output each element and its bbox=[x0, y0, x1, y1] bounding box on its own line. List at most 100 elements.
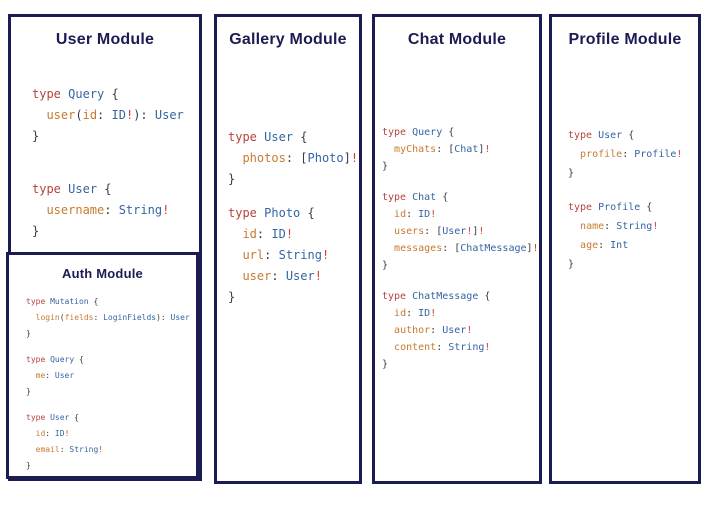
code-token-pn bbox=[228, 227, 242, 241]
code-token-pn: ] bbox=[478, 144, 485, 155]
code-line: } bbox=[26, 458, 190, 474]
code-token-ty: String bbox=[118, 203, 163, 217]
code-token-pn bbox=[382, 342, 394, 353]
code-line: type User { bbox=[568, 126, 682, 145]
code-token-pn: } bbox=[382, 359, 389, 370]
code-token-ty: Query bbox=[412, 127, 443, 138]
code-token-pn: : bbox=[598, 240, 611, 251]
code-token-bang: ! bbox=[478, 226, 485, 237]
code-token-pn: } bbox=[26, 461, 31, 470]
code-token-pn bbox=[32, 203, 46, 217]
code-token-pn bbox=[228, 248, 242, 262]
code-token-pn: ] bbox=[526, 243, 533, 254]
code-token-pn: } bbox=[26, 387, 31, 396]
code-token-pn: } bbox=[568, 259, 575, 270]
code-token-bang: ! bbox=[64, 429, 70, 438]
code-token-fld: login bbox=[35, 313, 60, 322]
code-token-pn bbox=[568, 221, 580, 232]
code-token-pn: } bbox=[228, 172, 236, 186]
code-token-bang: ! bbox=[484, 342, 491, 353]
auth-module-title: Auth Module bbox=[62, 266, 143, 281]
code-token-ty: User bbox=[442, 226, 467, 237]
code-block: type Query { user(id: ID!): User} bbox=[32, 84, 184, 147]
code-token-ty: Chat bbox=[454, 144, 479, 155]
code-block: type Profile { name: String! age: Int} bbox=[568, 198, 682, 274]
code-token-fld: age bbox=[580, 240, 599, 251]
code-line: me: User bbox=[26, 368, 190, 384]
code-line: type Query { bbox=[382, 124, 539, 141]
chat-module-code: type Query { myChats: [Chat]!}type Chat … bbox=[382, 124, 539, 387]
code-line: } bbox=[32, 126, 184, 147]
code-token-pn: { bbox=[622, 130, 635, 141]
code-token-pn: } bbox=[32, 129, 40, 143]
code-token-fld: me bbox=[35, 371, 46, 380]
code-token-pn: { bbox=[442, 127, 455, 138]
code-line: login(fields: LoginFields): User bbox=[26, 310, 190, 326]
code-token-bang: ! bbox=[430, 209, 437, 220]
code-token-ty: ID bbox=[54, 429, 65, 438]
code-line: } bbox=[568, 164, 682, 183]
code-token-kw: type bbox=[26, 355, 46, 364]
code-line: } bbox=[26, 326, 190, 342]
code-line: } bbox=[228, 287, 358, 308]
code-line: id: ID! bbox=[382, 305, 539, 322]
code-token-kw: type bbox=[32, 87, 61, 101]
code-token-pn: { bbox=[478, 291, 491, 302]
code-token-pn bbox=[26, 313, 36, 322]
chat-module-title: Chat Module bbox=[407, 31, 507, 48]
code-token-fld: myChats bbox=[394, 144, 437, 155]
code-token-pn bbox=[382, 144, 394, 155]
code-token-ty: User bbox=[68, 182, 98, 196]
code-token-bang: ! bbox=[314, 269, 322, 283]
code-line: } bbox=[32, 221, 184, 242]
code-line: url: String! bbox=[228, 245, 358, 266]
code-line: type User { bbox=[32, 179, 184, 200]
code-line: id: ID! bbox=[382, 206, 539, 223]
code-line: user(id: ID!): User bbox=[32, 105, 183, 126]
code-token-fld: fields bbox=[64, 313, 94, 322]
code-token-fld: user bbox=[46, 108, 76, 122]
code-token-ty: Query bbox=[68, 87, 105, 101]
code-token-pn: : bbox=[93, 313, 104, 322]
code-token-pn bbox=[382, 243, 394, 254]
code-token-ty: User bbox=[170, 313, 190, 322]
code-line: email: String! bbox=[26, 442, 190, 458]
code-line: type Mutation { bbox=[26, 294, 190, 310]
code-token-fld: id bbox=[394, 209, 407, 220]
code-token-pn: ] bbox=[343, 151, 351, 165]
code-token-pn: : bbox=[436, 342, 449, 353]
code-block: type ChatMessage { id: ID! author: User!… bbox=[382, 288, 539, 373]
code-token-pn: } bbox=[26, 329, 31, 338]
code-line: user: User! bbox=[228, 266, 358, 287]
code-block: type Query { me: User} bbox=[26, 352, 190, 400]
code-line: name: String! bbox=[568, 217, 682, 236]
code-block: type Query { myChats: [Chat]!} bbox=[382, 124, 539, 175]
code-token-ty: User bbox=[264, 130, 294, 144]
code-token-pn: : bbox=[406, 209, 419, 220]
code-token-pn bbox=[26, 371, 36, 380]
code-token-ty: ChatMessage bbox=[412, 291, 479, 302]
code-token-fld: profile bbox=[580, 149, 623, 160]
code-token-bang: ! bbox=[466, 325, 473, 336]
code-token-pn: ] bbox=[472, 226, 479, 237]
code-token-ty: String bbox=[69, 445, 99, 454]
code-token-fld: content bbox=[394, 342, 437, 353]
auth-module-code: type Mutation { login(fields: LoginField… bbox=[26, 294, 190, 484]
code-token-kw: type bbox=[568, 202, 593, 213]
code-token-pn: : [ bbox=[442, 243, 461, 254]
code-token-fld: username bbox=[46, 203, 105, 217]
code-token-fld: id bbox=[242, 227, 257, 241]
code-token-kw: type bbox=[228, 206, 257, 220]
code-token-ty: ID bbox=[418, 209, 431, 220]
code-token-bang: ! bbox=[321, 248, 330, 262]
code-line: profile: Profile! bbox=[568, 145, 682, 164]
code-token-pn: : bbox=[45, 429, 55, 438]
code-line: id: ID! bbox=[228, 224, 358, 245]
code-token-kw: type bbox=[382, 291, 407, 302]
code-line: age: Int bbox=[568, 236, 682, 255]
code-token-pn bbox=[26, 445, 36, 454]
code-token-pn bbox=[568, 240, 580, 251]
code-token-pn: : bbox=[104, 203, 119, 217]
code-line: } bbox=[26, 384, 190, 400]
code-token-pn: ): bbox=[156, 313, 171, 322]
